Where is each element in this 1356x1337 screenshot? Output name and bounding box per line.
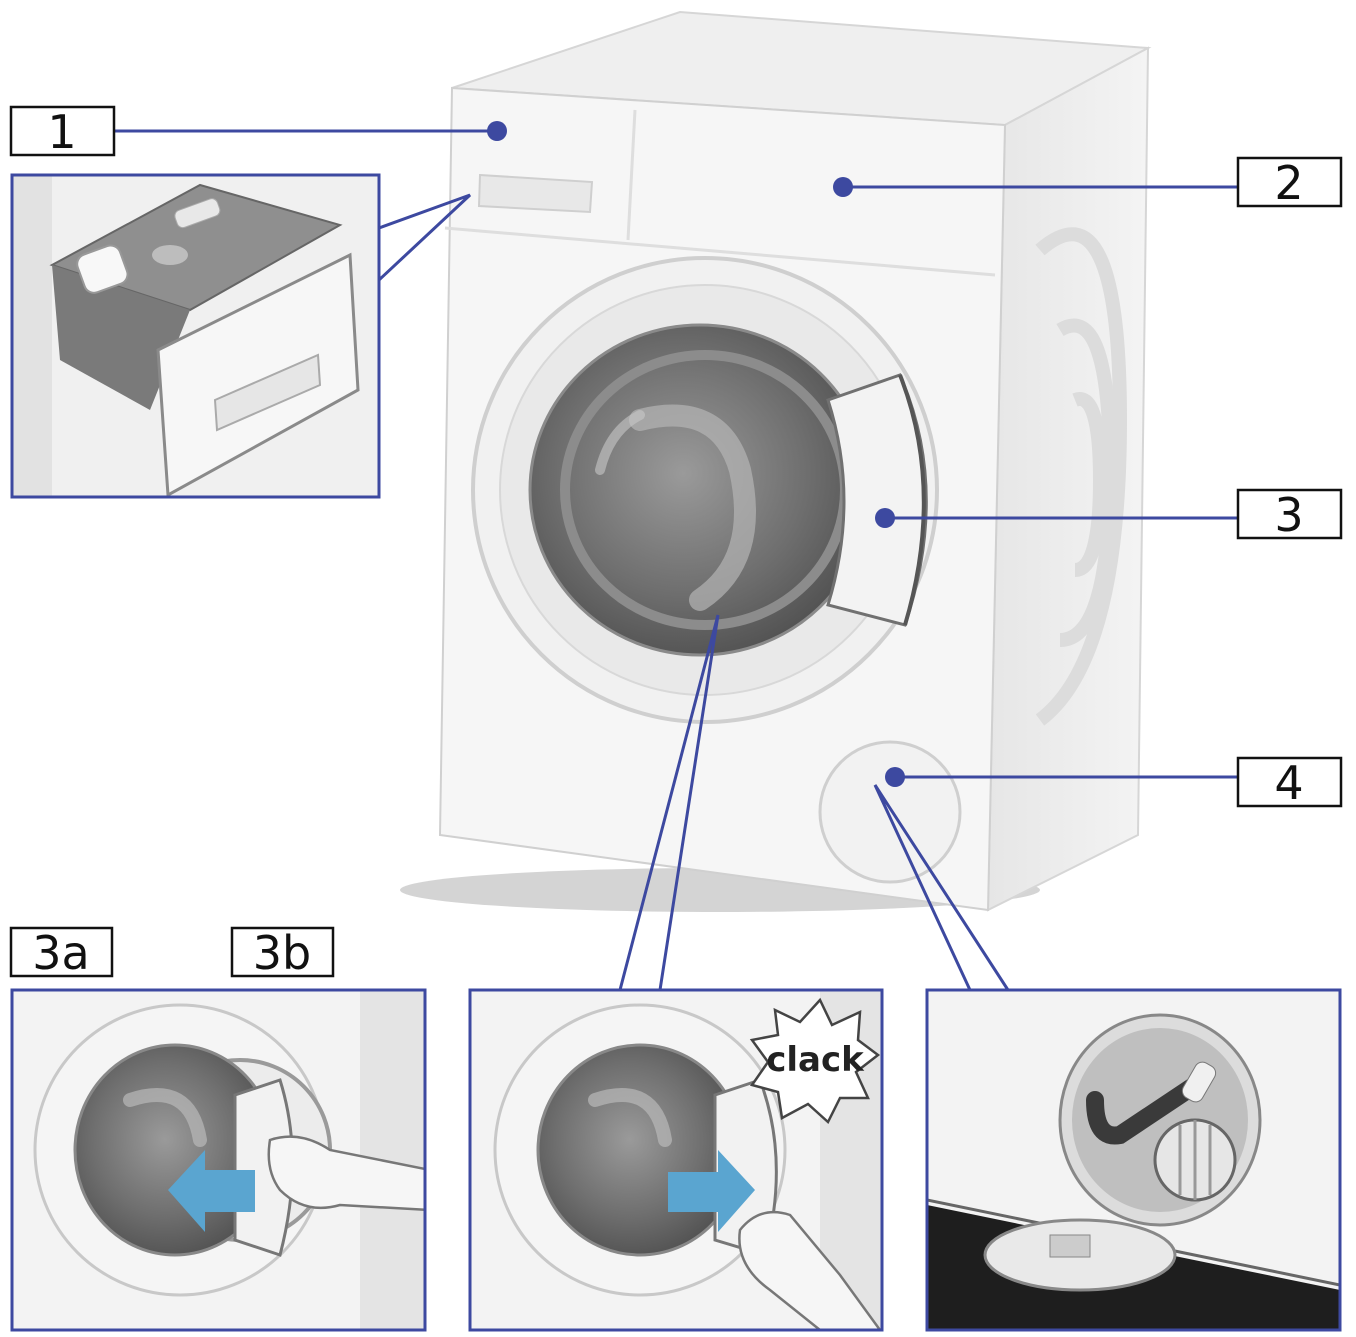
leader-line-door-inset bbox=[618, 614, 720, 991]
label-3a: 3a bbox=[32, 926, 89, 980]
door-open-panel bbox=[10, 988, 427, 1332]
arrow-left-icon bbox=[168, 1150, 255, 1232]
label-3-box: 3 bbox=[1236, 488, 1343, 542]
door-close-panel: clack bbox=[468, 988, 884, 1332]
label-3b-box: 3b bbox=[230, 926, 335, 980]
detergent-drawer-panel bbox=[10, 173, 381, 499]
label-2-box: 2 bbox=[1236, 156, 1343, 210]
service-flap-frame bbox=[925, 988, 1342, 1332]
leader-lines bbox=[115, 121, 1238, 991]
label-1-box: 1 bbox=[9, 105, 116, 159]
service-flap-panel bbox=[925, 988, 1342, 1332]
clack-burst-icon bbox=[749, 997, 881, 1125]
arrow-right-icon bbox=[668, 1150, 755, 1232]
label-1: 1 bbox=[47, 105, 76, 159]
label-3: 3 bbox=[1274, 488, 1303, 542]
label-3a-box: 3a bbox=[9, 926, 114, 980]
washing-machine-icon bbox=[400, 10, 1152, 912]
door-open-frame bbox=[10, 988, 427, 1332]
hand-icon bbox=[267, 1135, 425, 1211]
leader-line-flap-inset bbox=[873, 784, 1010, 991]
label-2: 2 bbox=[1274, 156, 1303, 210]
label-3b: 3b bbox=[253, 926, 311, 980]
door-close-frame bbox=[468, 988, 884, 1332]
leader-line-drawer bbox=[377, 193, 472, 282]
detergent-drawer-frame bbox=[10, 173, 381, 499]
clack-label: clack bbox=[766, 1040, 865, 1080]
label-4-box: 4 bbox=[1236, 756, 1343, 810]
label-4: 4 bbox=[1274, 756, 1303, 810]
hand-icon bbox=[738, 1210, 882, 1330]
